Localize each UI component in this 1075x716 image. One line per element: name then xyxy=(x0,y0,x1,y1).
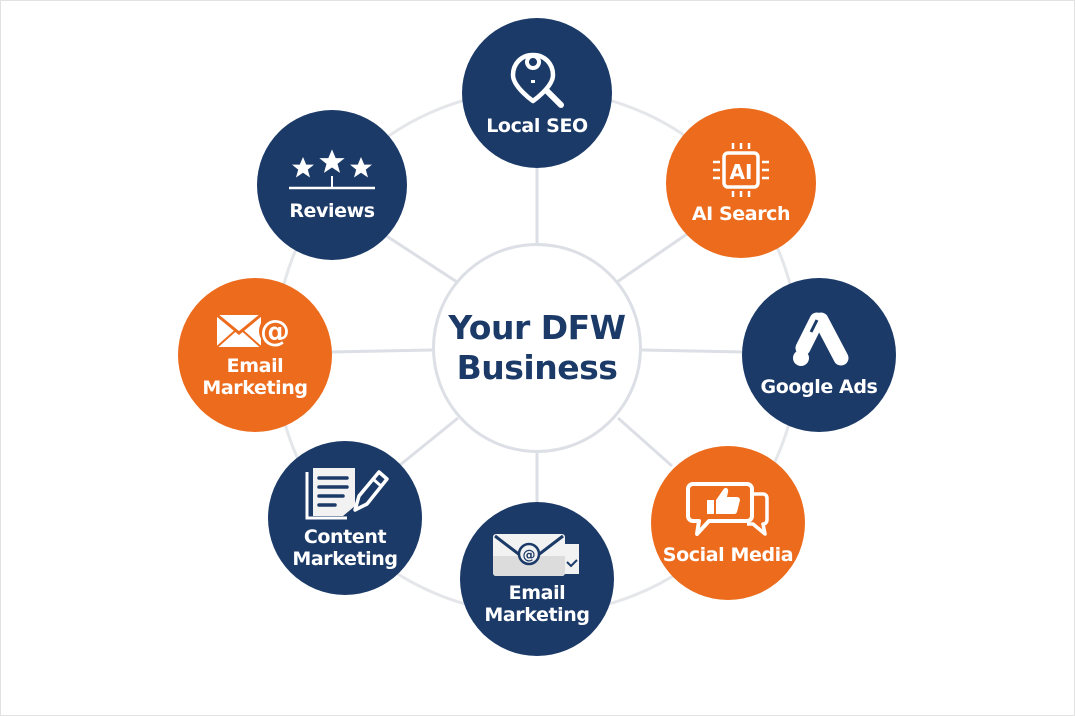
three-stars-icon xyxy=(289,149,375,190)
google-ads-icon xyxy=(793,312,849,366)
thumbs-up-chat-icon xyxy=(686,482,769,536)
hub-your-dfw-business: Your DFW Business xyxy=(432,243,642,453)
svg-text:@: @ xyxy=(523,548,536,563)
node-label: Reviews xyxy=(289,200,375,222)
node-email-marketing-bottom: @ Email Marketing xyxy=(460,502,614,656)
node-label: Local SEO xyxy=(486,115,588,137)
node-ai-search: AI AI Search xyxy=(666,108,816,258)
hub-title: Your DFW Business xyxy=(448,308,626,387)
node-reviews: Reviews xyxy=(257,110,407,260)
node-local-seo: Local SEO xyxy=(462,18,612,168)
node-label: Content Marketing xyxy=(292,526,398,570)
svg-text:@: @ xyxy=(260,314,290,349)
svg-text:AI: AI xyxy=(730,160,753,184)
envelope-at-icon: @ xyxy=(216,313,291,349)
node-label: Google Ads xyxy=(760,376,878,398)
spoke-reviews xyxy=(384,233,458,284)
node-label: AI Search xyxy=(691,203,791,225)
node-content-marketing: Content Marketing xyxy=(268,441,422,595)
location-search-icon xyxy=(510,52,564,108)
ai-chip-icon: AI xyxy=(713,143,769,197)
spoke-ai-search xyxy=(616,230,691,284)
spoke-social-media xyxy=(617,416,673,468)
envelope-at-icon: @ xyxy=(493,534,579,576)
node-label: Email Marketing xyxy=(484,582,590,626)
node-email-marketing-left: @ Email Marketing xyxy=(178,278,332,432)
node-label: Social Media xyxy=(662,544,794,566)
node-label: Email Marketing xyxy=(202,355,308,399)
node-google-ads: Google Ads xyxy=(742,278,896,432)
spoke-google-ads xyxy=(641,348,746,354)
spoke-email-left xyxy=(329,348,433,354)
node-social-media: Social Media xyxy=(651,446,805,600)
document-pencil-icon xyxy=(305,468,389,520)
spoke-content-marketing xyxy=(399,416,459,467)
